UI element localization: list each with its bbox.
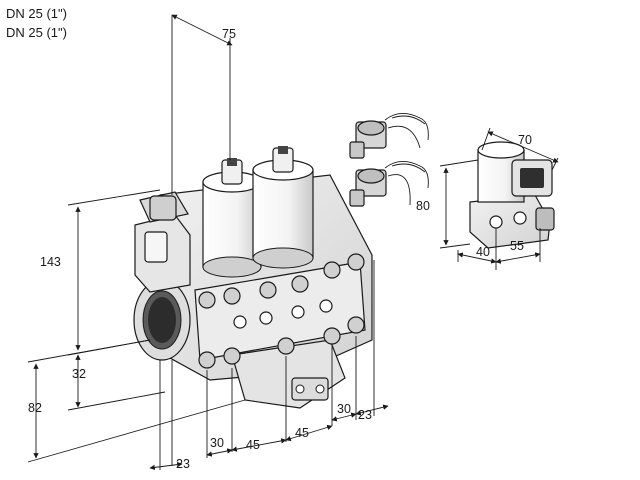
dim-solenoid-depth: 40 [476, 245, 490, 259]
model-label-1: DN 25 (1") [6, 6, 67, 21]
dim-solenoid-height: 80 [416, 199, 430, 213]
dim-bottom-seg2: 45 [246, 438, 260, 452]
dim-height-total: 143 [40, 255, 61, 269]
model-header: DN 25 (1") DN 25 (1") [6, 4, 67, 42]
dim-bottom-seg3: 45 [295, 426, 309, 440]
dim-bottom-seg4: 30 [337, 402, 351, 416]
mounting-bolts [198, 253, 365, 369]
small-solenoid-valve [469, 141, 555, 249]
dim-top-width: 75 [222, 27, 236, 41]
dimension-lines [27, 14, 559, 471]
connector-plug-lower [349, 161, 429, 207]
dimension-labels: 75 143 32 82 23 30 45 45 30 23 70 80 40 … [28, 27, 532, 471]
dim-bottom-seg1: 30 [210, 436, 224, 450]
dim-solenoid-width: 70 [518, 133, 532, 147]
solenoid-coil-left [202, 158, 262, 278]
inlet-port [133, 279, 191, 361]
solenoid-coil-right [252, 146, 314, 269]
model-label-2: DN 25 (1") [6, 25, 67, 40]
dim-height-front: 82 [28, 401, 42, 415]
pressure-switch [134, 191, 191, 293]
dim-solenoid-length: 55 [510, 239, 524, 253]
dim-bottom-right-depth: 23 [358, 408, 372, 422]
valve-assembly [133, 146, 373, 409]
dim-bottom-left-depth: 23 [176, 457, 190, 471]
dim-height-lower: 32 [72, 367, 86, 381]
connector-plug-upper [349, 113, 429, 159]
base-flange [291, 377, 329, 401]
